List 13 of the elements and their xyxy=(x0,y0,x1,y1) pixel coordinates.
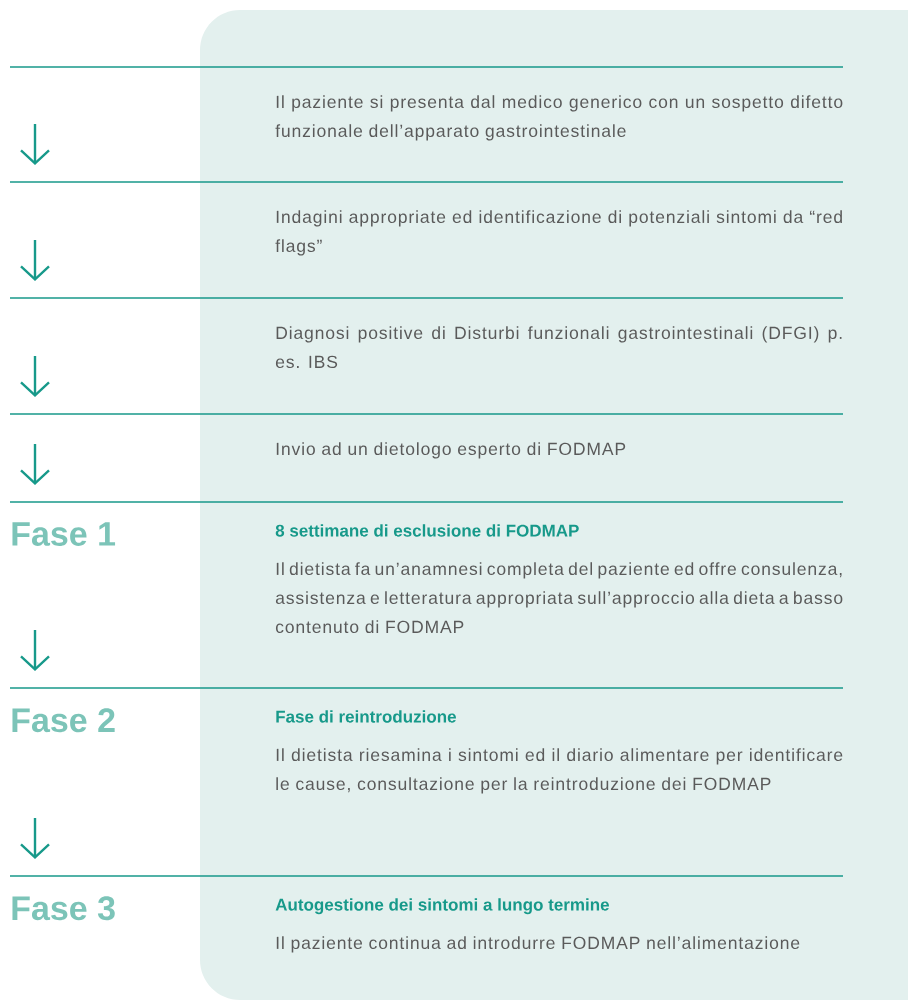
step-text: Diagnosi positive di Disturbi funzionali gastrointestinali (DFGI) p. es. IBS xyxy=(275,326,842,369)
step-text: Il paziente si presenta dal medico generico con un sospetto difetto funzionale dell’apparato gastrointestinale xyxy=(275,95,843,141)
step-text: Il paziente continua ad introdurre FODMAP nell’alimentazione xyxy=(276,936,800,953)
step-heading: Fase di reintroduzione xyxy=(276,710,456,723)
phase-label: Fase 2 xyxy=(12,708,115,733)
step-text: Invio ad un dietologo esperto di FODMAP xyxy=(276,442,626,459)
step-heading: Autogestione dei sintomi a lungo termine xyxy=(275,898,609,915)
phase-label: Fase 1 xyxy=(12,522,116,546)
step-text: Il dietista fa un’anamnesi completa del paziente ed offre consulenza, assistenza e letteratura appropriata sull’approccio alla dieta a basso contenuto di FODMAP xyxy=(275,562,843,634)
step-text: Il dietista riesamina i sintomi ed il diario alimentare per identificare le cause, consultazione per la reintroduzione dei FODMAP xyxy=(276,748,843,794)
phase-label: Fase 3 xyxy=(12,896,115,921)
step-text: Indagini appropriate ed identificazione di potenziali sintomi da “red flags” xyxy=(275,210,842,256)
step-heading: 8 settimane di esclusione di FODMAP xyxy=(275,524,579,537)
